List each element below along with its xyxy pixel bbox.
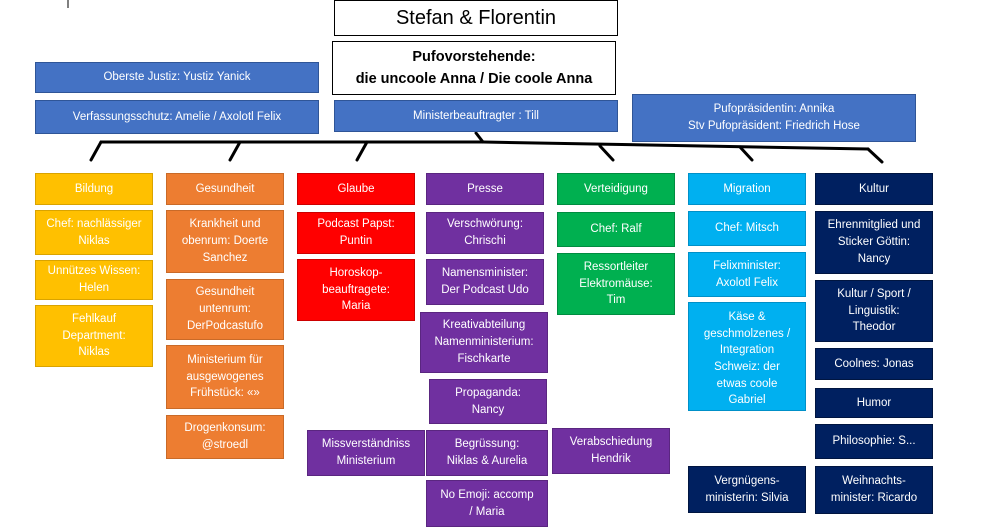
kultur-item: Philosophie: S... — [815, 424, 933, 459]
dept-header-presse: Presse — [426, 173, 544, 205]
connector-drop-verteidigung — [598, 144, 615, 162]
migration-item-vergnuegen: Vergnügens- ministerin: Silvia — [688, 466, 806, 513]
presse-item: Begrüssung: Niklas & Aurelia — [426, 430, 548, 476]
gesundheit-item: Krankheit und obenrum: Doerte Sanchez — [166, 210, 284, 273]
bildung-item: Fehlkauf Department: Niklas — [35, 305, 153, 367]
dept-header-glaube: Glaube — [297, 173, 415, 205]
gesundheit-item: Gesundheit untenrum: DerPodcastufo — [166, 279, 284, 340]
kultur-item: Weihnachts- minister: Ricardo — [815, 466, 933, 514]
connector-drop-migration — [738, 145, 754, 162]
bildung-item: Unnützes Wissen: Helen — [35, 260, 153, 300]
presse-item: Propaganda: Nancy — [429, 379, 547, 424]
chart-title: Stefan & Florentin — [334, 0, 618, 36]
dept-header-verteidigung: Verteidigung — [557, 173, 675, 205]
presse-item: No Emoji: accomp / Maria — [426, 480, 548, 527]
verteidigung-item: Chef: Ralf — [557, 212, 675, 247]
kultur-item: Kultur / Sport / Linguistik: Theodor — [815, 280, 933, 342]
connector-bar-right — [481, 140, 870, 151]
presse-item: Verschwörung: Chrischi — [426, 212, 544, 254]
connector-drop-bildung — [89, 140, 103, 162]
kultur-item: Humor — [815, 388, 933, 418]
glaube-item: Podcast Papst: Puntin — [297, 212, 415, 254]
dept-header-migration: Migration — [688, 173, 806, 205]
verteidigung-item-verabschiedung: Verabschiedung Hendrik — [552, 428, 670, 474]
verteidigung-item: Ressortleiter Elektromäuse: Tim — [557, 253, 675, 315]
connector-drop-kultur — [866, 147, 884, 164]
migration-item: Felixminister: Axolotl Felix — [688, 252, 806, 297]
presse-item: Kreativabteilung Namenministerium: Fisch… — [420, 312, 548, 373]
dept-header-gesundheit: Gesundheit — [166, 173, 284, 205]
oberste-justiz-box: Oberste Justiz: Yustiz Yanick — [35, 62, 319, 93]
connector-center-stem — [474, 131, 485, 144]
ministerbeauftragter-box: Ministerbeauftragter : Till — [334, 100, 618, 132]
migration-item: Käse & geschmolzenes / Integration Schwe… — [688, 302, 806, 411]
connector-drop-glaube — [355, 140, 369, 162]
bildung-item: Chef: nachlässiger Niklas — [35, 210, 153, 255]
pufopraesidentin-box: Pufopräsidentin: Annika Stv Pufopräsiden… — [632, 94, 916, 142]
kultur-item: Coolnes: Jonas — [815, 348, 933, 380]
presse-item: Namensminister: Der Podcast Udo — [426, 259, 544, 305]
dept-header-kultur: Kultur — [815, 173, 933, 205]
kultur-item: Ehrenmitglied und Sticker Göttin: Nancy — [815, 211, 933, 274]
pufovorstehende-box: Pufovorstehende: die uncoole Anna / Die … — [332, 41, 616, 95]
verfassungsschutz-box: Verfassungsschutz: Amelie / Axolotl Feli… — [35, 100, 319, 134]
migration-item: Chef: Mitsch — [688, 211, 806, 246]
dept-header-bildung: Bildung — [35, 173, 153, 205]
gesundheit-item: Drogenkonsum: @stroedl — [166, 415, 284, 459]
connector-drop-gesundheit — [228, 140, 242, 162]
glaube-item-missverstaendniss: Missverständniss Ministerium — [307, 430, 425, 476]
glaube-item: Horoskop- beauftragete: Maria — [297, 259, 415, 321]
gesundheit-item: Ministerium für ausgewogenes Frühstück: … — [166, 345, 284, 409]
